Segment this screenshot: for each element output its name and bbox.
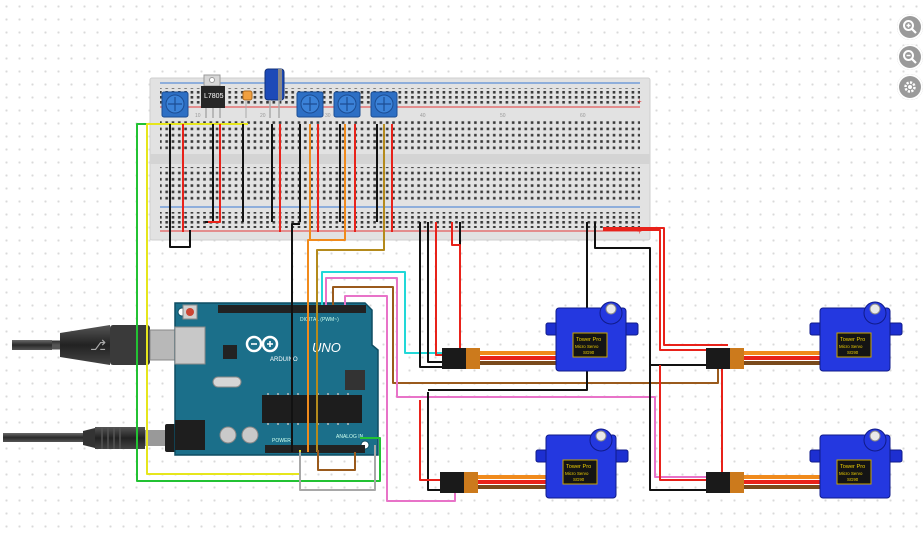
servo-model: SG90 — [847, 477, 859, 482]
zoom-in-icon — [903, 20, 917, 34]
potentiometer-1[interactable] — [161, 91, 189, 118]
power-cable[interactable] — [3, 424, 195, 452]
wire-black-gnd[interactable] — [291, 223, 300, 452]
servo-type: Micro Servo — [839, 344, 863, 349]
plus-sign: + — [637, 97, 642, 106]
breadboard[interactable]: 10 20 30 40 50 60 + + — [149, 77, 651, 241]
wire-servo-gnd[interactable] — [649, 248, 712, 491]
servo-brand: Tower Pro — [840, 337, 865, 343]
wire-servo-gnd[interactable] — [427, 222, 445, 363]
potentiometer-2[interactable] — [296, 91, 324, 118]
wire-servo-vcc[interactable] — [603, 229, 723, 478]
arduino-logo — [245, 335, 279, 353]
servo-type: Micro Servo — [839, 471, 863, 476]
servo-brand: Tower Pro — [576, 337, 601, 343]
col-label: 60 — [580, 113, 586, 119]
ceramic-capacitor[interactable] — [242, 90, 253, 118]
wire-orange[interactable] — [307, 124, 346, 452]
breadboard-col-labels: 10 20 30 40 50 60 — [195, 113, 586, 119]
wire-brown[interactable] — [332, 286, 719, 384]
wire-servo-gnd[interactable] — [428, 222, 588, 391]
arduino-model: UNO — [312, 340, 341, 355]
gear-icon — [904, 81, 916, 93]
wire-green[interactable] — [136, 123, 381, 482]
wire-cyan[interactable] — [321, 271, 445, 354]
wire-brown-a[interactable] — [317, 450, 356, 471]
col-label: 50 — [500, 113, 506, 119]
wire-servo-vcc[interactable] — [659, 365, 712, 481]
plus-sign: + — [637, 227, 642, 236]
potentiometer-4[interactable] — [370, 91, 398, 118]
power-header-label: POWER — [272, 438, 291, 444]
servo-connector[interactable] — [442, 348, 466, 369]
settings-button[interactable] — [897, 74, 923, 100]
wire-servo-vcc[interactable] — [603, 227, 728, 346]
wire-gray[interactable] — [299, 445, 376, 491]
servo-brand: Tower Pro — [840, 464, 865, 470]
servo-connector[interactable] — [706, 348, 730, 369]
servo-brand: Tower Pro — [566, 464, 591, 470]
zoom-out-icon — [903, 50, 917, 64]
servo-model: SG90 — [573, 477, 585, 482]
wire-servo-vcc[interactable] — [451, 222, 461, 360]
wire-black[interactable] — [169, 124, 191, 248]
servo-model: SG90 — [847, 350, 859, 355]
servo-model: SG90 — [583, 350, 595, 355]
col-label: 20 — [260, 113, 266, 119]
digital-header-label: DIGITAL (PWM~) — [300, 317, 339, 323]
col-label: 40 — [420, 113, 426, 119]
wire-pink-b[interactable] — [344, 295, 456, 502]
usb-cable[interactable]: ⎇ — [12, 325, 181, 365]
servo-type: Micro Servo — [575, 344, 599, 349]
wire-servo-gnd[interactable] — [419, 222, 461, 368]
wire-red[interactable] — [208, 124, 221, 223]
wire-gold[interactable] — [316, 124, 385, 452]
zoom-in-button[interactable] — [897, 14, 923, 40]
potentiometer-3[interactable] — [333, 91, 361, 118]
usb-symbol-icon: ⎇ — [90, 337, 106, 353]
wire-pink-a[interactable] — [325, 277, 712, 478]
servo-type: Micro Servo — [565, 471, 589, 476]
servo-connector[interactable] — [706, 472, 730, 493]
analog-header-label: ANALOG IN — [336, 434, 364, 440]
zoom-out-button[interactable] — [897, 44, 923, 70]
wires[interactable] — [136, 123, 728, 502]
wire-servo-gnd[interactable] — [427, 392, 445, 491]
arduino-uno-board[interactable]: ARDUINO UNO DIGITAL (PWM~) ANALOG IN POW… — [174, 302, 379, 456]
regulator-label: L7805 — [204, 93, 224, 100]
col-label: 10 — [195, 113, 201, 119]
arduino-brand: ARDUINO — [270, 357, 298, 363]
wire-servo-vcc[interactable] — [419, 400, 448, 481]
wire-servo-vcc[interactable] — [435, 222, 452, 356]
servo-connector[interactable] — [440, 472, 464, 493]
col-label: 30 — [325, 113, 331, 119]
electrolytic-capacitor[interactable] — [264, 68, 285, 118]
voltage-regulator[interactable]: L7805 — [201, 74, 225, 118]
